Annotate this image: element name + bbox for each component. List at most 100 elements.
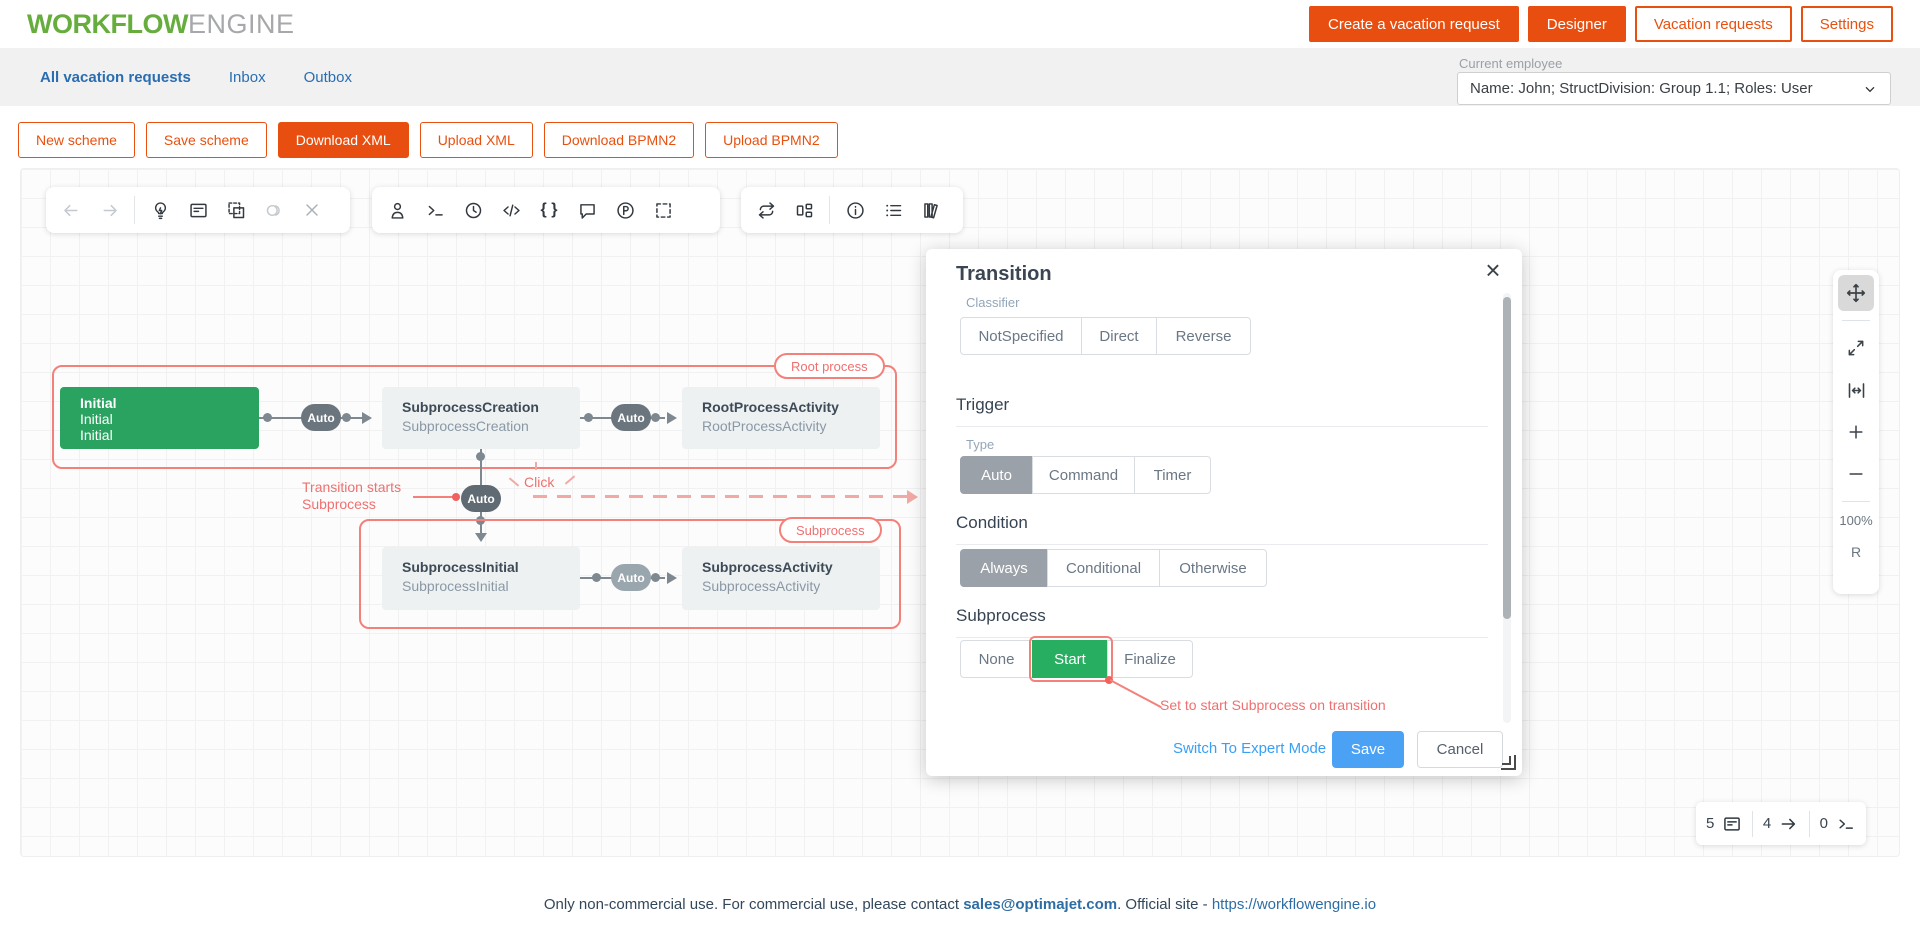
redo-icon[interactable] [90,191,128,229]
node-subtitle: SubprocessCreation [402,418,529,434]
header-actions: Create a vacation request Designer Vacat… [1309,6,1893,42]
scheme-toolbar: New scheme Save scheme Download XML Uplo… [18,122,838,158]
current-employee-value: Name: John; StructDivision: Group 1.1; R… [1470,80,1813,97]
node-root-process-activity[interactable]: RootProcessActivity RootProcessActivity [682,387,880,449]
transition-dialog: Transition × Classifier NotSpecified Dir… [926,249,1522,776]
transition-auto-1[interactable]: Auto [301,404,341,431]
zoom-out-icon[interactable] [1838,456,1874,492]
zoom-in-icon[interactable] [1838,414,1874,450]
save-scheme-button[interactable]: Save scheme [145,122,267,158]
activity-form-icon[interactable] [179,191,217,229]
node-initial-line1: Initial [80,395,117,411]
transitions-icon[interactable] [747,191,785,229]
terminal-icon [1836,814,1856,834]
lightbulb-icon[interactable] [141,191,179,229]
parameter-icon[interactable] [606,191,644,229]
info-icon[interactable] [836,191,874,229]
library-icon[interactable] [912,191,950,229]
dialog-title: Transition [956,263,1052,285]
annotation-set-to-start: Set to start Subprocess on transition [1160,697,1386,713]
condition-heading: Condition [956,513,1488,545]
annotation-line2: Subprocess [302,496,376,512]
expand-icon[interactable] [1838,330,1874,366]
trigger-heading: Trigger [956,395,1488,427]
annotation-pointer-line [1109,679,1162,709]
close-icon[interactable]: × [1485,255,1501,285]
footer-site-link[interactable]: https://workflowengine.io [1211,896,1377,913]
condition-otherwise-button[interactable]: Otherwise [1159,549,1267,587]
logo-engine: ENGINE [187,8,295,39]
switch-expert-mode-link[interactable]: Switch To Expert Mode [1173,740,1327,757]
transition-arrowhead [475,533,487,542]
annotation-pointer-dot [1105,676,1113,684]
commands-counter: 0 [1810,814,1866,834]
upload-xml-button[interactable]: Upload XML [419,122,533,158]
list-icon[interactable] [874,191,912,229]
fit-width-icon[interactable] [1838,372,1874,408]
trigger-auto-button[interactable]: Auto [960,456,1033,494]
subprocess-start-button[interactable]: Start [1032,640,1108,678]
paste-icon[interactable] [217,191,255,229]
footer-email-link[interactable]: sales@optimajet.com [963,896,1118,913]
download-bpmn2-button[interactable]: Download BPMN2 [543,122,695,158]
classifier-reverse-button[interactable]: Reverse [1156,317,1251,355]
annotation-pointer-line [413,496,454,498]
trigger-type-options: Auto Command Timer [960,456,1211,494]
toggle-icon[interactable] [255,191,293,229]
trigger-command-button[interactable]: Command [1032,456,1135,494]
classifier-notspecified-button[interactable]: NotSpecified [960,317,1082,355]
node-subprocess-activity[interactable]: SubprocessActivity SubprocessActivity [682,547,880,610]
upload-bpmn2-button[interactable]: Upload BPMN2 [705,122,838,158]
node-subprocess-creation[interactable]: SubprocessCreation SubprocessCreation [382,387,580,449]
vacation-requests-button[interactable]: Vacation requests [1634,6,1792,42]
designer-button[interactable]: Designer [1527,6,1626,42]
save-button[interactable]: Save [1332,731,1404,768]
node-initial[interactable]: Initial Initial Initial [60,387,259,449]
transition-auto-3[interactable]: Auto [611,564,651,591]
zoom-panel: 100% R [1833,270,1879,594]
reset-zoom-button[interactable]: R [1850,544,1862,560]
commands-count: 0 [1819,815,1828,832]
transition-auto-subprocess-start[interactable]: Auto [461,485,501,512]
subprocess-group [359,519,901,629]
condition-conditional-button[interactable]: Conditional [1047,549,1160,587]
new-scheme-button[interactable]: New scheme [18,122,135,158]
subprocess-none-button[interactable]: None [960,640,1033,678]
activity-form-icon [1722,814,1742,834]
node-title: RootProcessActivity [702,399,839,415]
layout-icon[interactable] [785,191,823,229]
cancel-button[interactable]: Cancel [1417,731,1503,768]
subprocess-heading: Subprocess [956,606,1488,638]
delete-icon[interactable] [293,191,331,229]
settings-button[interactable]: Settings [1800,6,1893,42]
classifier-direct-button[interactable]: Direct [1081,317,1157,355]
actor-icon[interactable] [378,191,416,229]
root-process-group-label[interactable]: Root process [774,353,885,379]
move-icon[interactable] [1838,275,1874,311]
edit-toolbar [46,187,350,233]
braces-icon[interactable]: { } [540,201,558,218]
condition-always-button[interactable]: Always [960,549,1048,587]
subprocess-finalize-button[interactable]: Finalize [1107,640,1193,678]
subprocess-group-label[interactable]: Subprocess [779,517,882,543]
tab-inbox[interactable]: Inbox [228,68,266,86]
node-subprocess-initial[interactable]: SubprocessInitial SubprocessInitial [382,547,580,610]
node-initial-line2: Initial [80,411,113,427]
code-icon[interactable] [492,191,530,229]
current-employee-select[interactable]: Name: John; StructDivision: Group 1.1; R… [1457,72,1891,105]
tab-all-vacation-requests[interactable]: All vacation requests [40,68,191,86]
terminal-icon[interactable] [416,191,454,229]
download-xml-button[interactable]: Download XML [277,122,409,158]
timer-icon[interactable] [454,191,492,229]
selection-icon[interactable] [644,191,682,229]
create-vacation-request-button[interactable]: Create a vacation request [1309,6,1519,42]
dialog-resize-handle[interactable] [1501,755,1516,770]
node-initial-line3: Initial [80,427,113,443]
dialog-scrollbar-thumb[interactable] [1503,297,1511,619]
current-employee-label: Current employee [1459,56,1563,71]
undo-icon[interactable] [52,191,90,229]
transition-auto-2[interactable]: Auto [611,404,651,431]
trigger-timer-button[interactable]: Timer [1134,456,1211,494]
tab-outbox[interactable]: Outbox [303,68,352,86]
comment-icon[interactable] [568,191,606,229]
